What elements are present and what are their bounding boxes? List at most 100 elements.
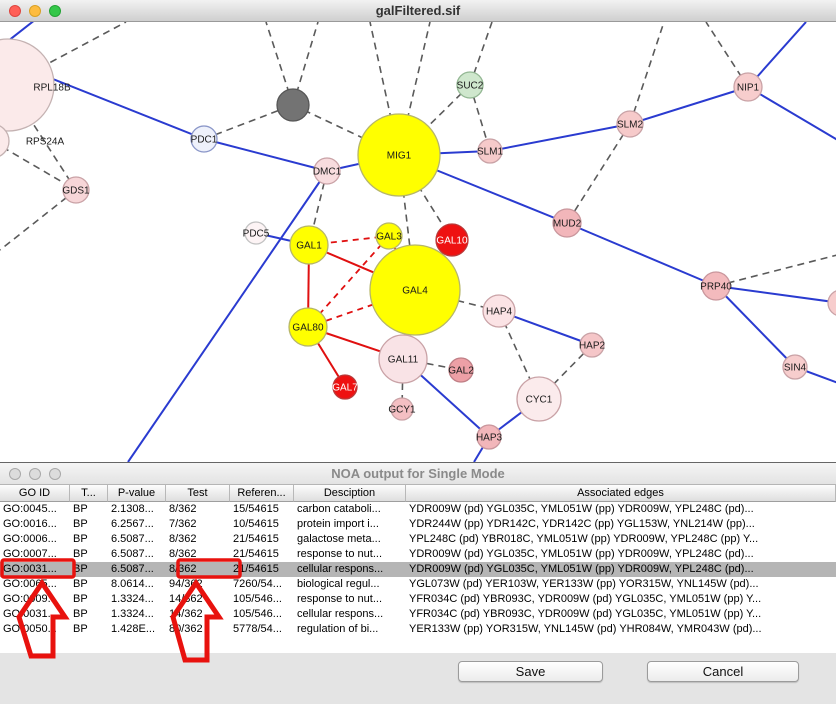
noa-window-titlebar[interactable]: NOA output for Single Mode xyxy=(0,463,836,485)
node-pdc5[interactable] xyxy=(244,221,268,245)
cell: 6.2567... xyxy=(111,518,154,530)
cell: 105/546... xyxy=(233,593,282,605)
column-header-7[interactable]: Associated edges xyxy=(406,485,836,502)
network-edge xyxy=(629,22,665,125)
cell: GO:0009... xyxy=(3,593,57,605)
node-label-hap2: HAP2 xyxy=(579,341,606,352)
column-header-2[interactable]: T... xyxy=(70,485,108,502)
minimize-button[interactable] xyxy=(29,467,41,480)
node-gal2[interactable] xyxy=(448,357,474,383)
cell: BP xyxy=(73,518,88,530)
node-unlabeled[interactable] xyxy=(276,88,310,122)
network-edge xyxy=(0,189,77,251)
node-gal1[interactable] xyxy=(289,225,329,265)
network-edge xyxy=(127,170,328,462)
column-header-6[interactable]: Desciption xyxy=(294,485,406,502)
network-edge xyxy=(489,123,631,152)
node-label-cyc1: CYC1 xyxy=(526,395,553,406)
node-hap2[interactable] xyxy=(579,332,605,358)
node-gal7[interactable] xyxy=(332,374,358,400)
network-edge xyxy=(369,22,400,156)
cell: 1.3324... xyxy=(111,593,154,605)
cell: BP xyxy=(73,608,88,620)
close-button[interactable] xyxy=(9,4,21,17)
cell: YDR009W (pd) YGL035C, YML051W (pp) YDR00… xyxy=(409,503,754,515)
node-suc2[interactable] xyxy=(456,71,484,99)
node-mig1[interactable] xyxy=(357,113,441,197)
minimize-button[interactable] xyxy=(29,4,41,17)
noa-footer: Save Cancel xyxy=(0,653,836,704)
cell: BP xyxy=(73,563,88,575)
cell: GO:0031... xyxy=(3,608,57,620)
column-header-5[interactable]: Referen... xyxy=(230,485,294,502)
cell: BP xyxy=(73,578,88,590)
cell: 2.1308... xyxy=(111,503,154,515)
node-hap4[interactable] xyxy=(482,294,516,328)
network-edge xyxy=(203,138,328,172)
cell: 8.0614... xyxy=(111,578,154,590)
node-gal80[interactable] xyxy=(288,307,328,347)
node-gal3[interactable] xyxy=(375,222,403,250)
cell: BP xyxy=(73,503,88,515)
node-sin4[interactable] xyxy=(782,354,808,380)
node-slm1[interactable] xyxy=(477,138,503,164)
network-window-titlebar[interactable]: galFiltered.sif xyxy=(0,0,836,22)
cell: 7/362 xyxy=(169,518,197,530)
node-prp40[interactable] xyxy=(701,271,731,301)
node-gal11[interactable] xyxy=(378,334,428,384)
node-pdc1[interactable] xyxy=(190,125,218,153)
zoom-button[interactable] xyxy=(49,4,61,17)
cell: carbon cataboli... xyxy=(297,503,381,515)
node-gal4[interactable] xyxy=(369,244,461,336)
column-header-1[interactable]: GO ID xyxy=(0,485,70,502)
node-label-dmc1: DMC1 xyxy=(313,167,342,178)
network-edge xyxy=(629,86,749,125)
node-rps24a[interactable] xyxy=(0,124,10,158)
cell: YER133W (pp) YOR315W, YNL145W (pd) YHR08… xyxy=(409,623,762,635)
cancel-button[interactable]: Cancel xyxy=(647,661,799,682)
node-gal10[interactable] xyxy=(435,223,469,257)
network-canvas[interactable]: RPL18BRPS24AGDS1PDC1DMC1MIG1SUC2SLM1SLM2… xyxy=(0,22,836,462)
cell: YGL073W (pd) YER103W, YER133W (pp) YOR31… xyxy=(409,578,759,590)
node-label-gal11: GAL11 xyxy=(388,355,419,366)
close-button[interactable] xyxy=(9,467,21,480)
cell: BP xyxy=(73,533,88,545)
node-cyc1[interactable] xyxy=(516,376,562,422)
network-edge xyxy=(566,123,631,224)
node-label-gal7: GAL7 xyxy=(332,383,358,394)
node-dmc1[interactable] xyxy=(313,157,341,185)
node-hap3[interactable] xyxy=(476,424,502,450)
column-header-4[interactable]: Test xyxy=(166,485,230,502)
node-mud2[interactable] xyxy=(552,208,582,238)
zoom-button[interactable] xyxy=(49,467,61,480)
network-edge xyxy=(307,235,390,328)
node-nip1[interactable] xyxy=(733,72,763,102)
save-button[interactable]: Save xyxy=(458,661,603,682)
cell: GO:0031... xyxy=(3,563,57,575)
cell: 105/546... xyxy=(233,608,282,620)
cell: 6.5087... xyxy=(111,563,154,575)
cell: GO:0065... xyxy=(3,578,57,590)
node-unlabeled[interactable] xyxy=(827,290,836,316)
node-label-gal10: GAL10 xyxy=(436,236,468,247)
network-edge xyxy=(715,285,796,368)
node-gds1[interactable] xyxy=(62,176,90,204)
node-label-slm1: SLM1 xyxy=(477,147,504,158)
column-header-3[interactable]: P-value xyxy=(108,485,166,502)
node-label-sin4: SIN4 xyxy=(784,363,807,374)
node-slm2[interactable] xyxy=(616,110,644,138)
cell: 8/362 xyxy=(169,548,197,560)
node-gcy1[interactable] xyxy=(390,397,414,421)
node-rpl18b[interactable] xyxy=(0,38,55,132)
